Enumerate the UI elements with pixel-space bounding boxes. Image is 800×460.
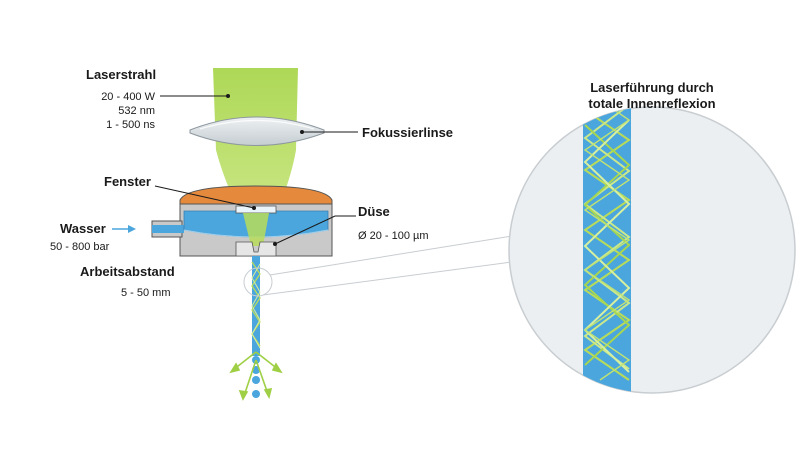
nozzle-insert <box>235 241 277 257</box>
detail-marker <box>243 267 273 297</box>
detail-zoom <box>508 106 796 394</box>
laser-pulse-label: 1 - 500 ns <box>106 119 155 131</box>
detail-circle <box>508 106 796 394</box>
detail-title-line2: totale Innenreflexion <box>588 96 715 111</box>
laser-wavelength-label: 532 nm <box>118 105 155 117</box>
detail-title-line1: Laserführung durch <box>590 80 714 95</box>
working-distance-range-label: 5 - 50 mm <box>121 287 171 299</box>
water-jet <box>251 256 261 398</box>
leader-window <box>154 185 255 209</box>
scattered-laser-arrows <box>229 351 283 401</box>
nozzle-housing <box>151 185 333 257</box>
nozzle-diameter-label: Ø 20 - 100 µm <box>358 230 429 242</box>
total-internal-reflection-rays <box>583 107 631 381</box>
water-label: Wasser <box>60 221 106 236</box>
nozzle-label: Düse <box>358 204 390 219</box>
laser-title-label: Laserstrahl <box>86 67 156 82</box>
lens-highlight <box>199 119 315 130</box>
window <box>235 205 277 214</box>
lens-label: Fokussierlinse <box>362 125 453 140</box>
focusing-lens <box>189 116 325 146</box>
housing-top <box>179 185 333 206</box>
water-pressure-label: 50 - 800 bar <box>50 241 110 253</box>
water-arrow <box>112 225 136 233</box>
leader-nozzle <box>274 215 356 245</box>
window-label: Fenster <box>104 174 151 189</box>
working-distance-label: Arbeitsabstand <box>80 264 175 279</box>
laser-power-label: 20 - 400 W <box>101 91 155 103</box>
